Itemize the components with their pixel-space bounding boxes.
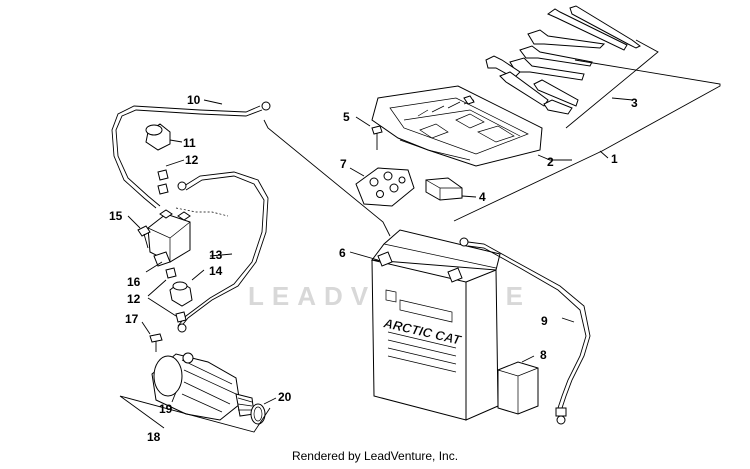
o-ring-20: [250, 397, 277, 425]
callout-9: 9: [541, 314, 548, 328]
callout-4: 4: [479, 190, 486, 204]
boot-14: [169, 269, 205, 307]
callout-6: 6: [339, 246, 346, 260]
callout-18: 18: [147, 430, 161, 444]
footer-credit: Rendered by LeadVenture, Inc.: [291, 449, 459, 463]
nuts-12-upper: [157, 159, 185, 195]
battery-tray: [371, 85, 572, 167]
callout-15: 15: [109, 209, 123, 223]
callout-5: 5: [343, 110, 350, 124]
callout-16: 16: [127, 275, 141, 289]
battery-6: ARCTIC CAT: [349, 229, 501, 421]
cable-9: [459, 237, 591, 425]
screw-17: [141, 321, 163, 352]
callout-10: 10: [187, 93, 201, 107]
callout-12-upper: 12: [185, 153, 199, 167]
callout-17: 17: [125, 312, 139, 326]
leader-1: [599, 150, 609, 159]
callout-19: 19: [159, 402, 173, 416]
bracket-18: [119, 395, 271, 433]
solenoid-16: [127, 207, 229, 273]
bracket-1: [453, 59, 721, 222]
callout-7: 7: [340, 157, 347, 171]
callout-13: 13: [209, 248, 223, 262]
callout-14: 14: [209, 264, 223, 278]
leader-10-battery: [263, 119, 391, 237]
cable-13: [177, 171, 269, 333]
screw-5: [355, 116, 383, 150]
boot-11: [145, 123, 183, 151]
callout-8: 8: [540, 348, 547, 362]
pad-8: [497, 355, 539, 415]
tool-kit: [485, 5, 659, 129]
cable-10: [111, 99, 271, 209]
callouts: 1 2 3 4 5 6 7 8 9 10 11 12 12 13 14 15 1…: [109, 93, 638, 444]
callout-3: 3: [631, 96, 638, 110]
hardware-kit-7: [349, 167, 415, 207]
callout-1: 1: [611, 152, 618, 166]
nut-12-lower: [165, 267, 187, 323]
pad-4: [425, 177, 477, 201]
callout-2: 2: [547, 155, 554, 169]
starter-motor-19: [151, 352, 255, 421]
leader-12-lower: [147, 279, 177, 317]
callout-20: 20: [278, 390, 292, 404]
callout-11: 11: [183, 136, 196, 150]
callout-12-lower: 12: [127, 292, 141, 306]
